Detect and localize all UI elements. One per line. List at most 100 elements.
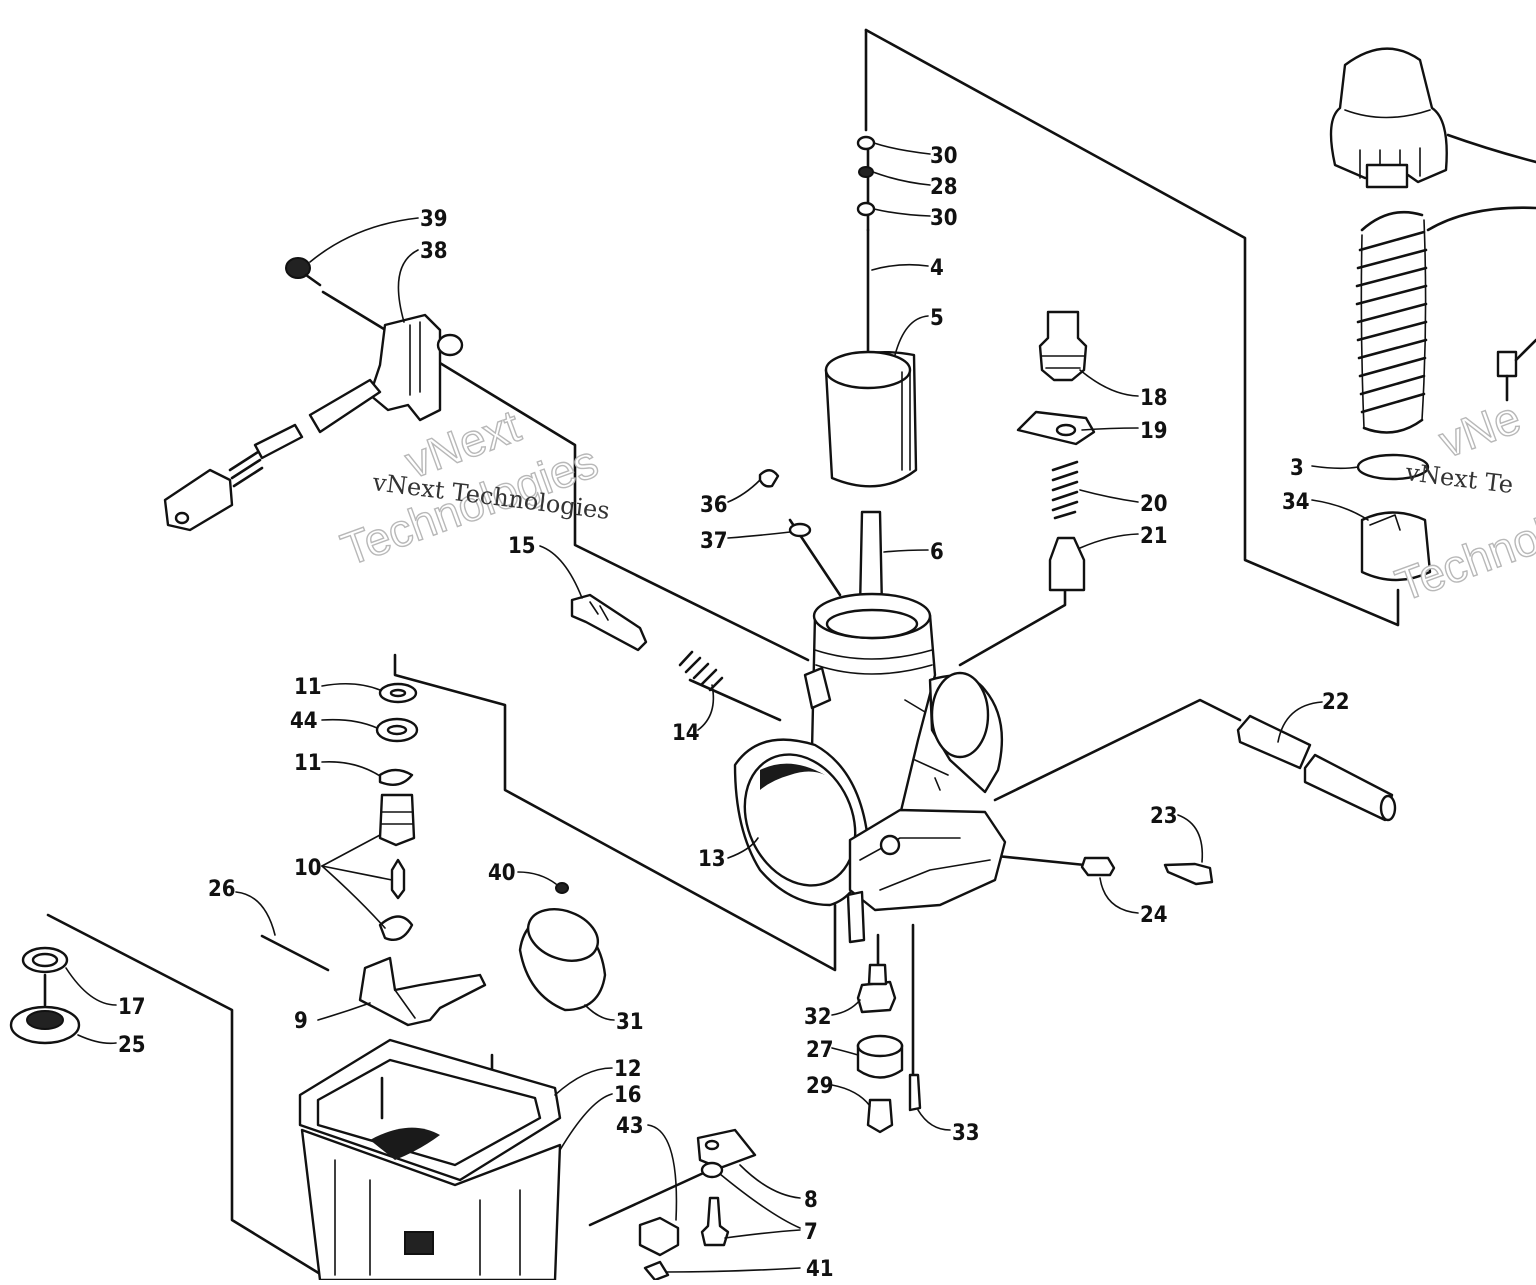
drain-screw-33 (908, 1073, 922, 1112)
leader-33 (917, 1109, 951, 1131)
leader-30a (873, 142, 931, 155)
float-parts (490, 882, 607, 1137)
leader-30b (873, 208, 931, 217)
throttle-slide-top (824, 350, 912, 390)
callout-20: 20 (1140, 492, 1168, 517)
assembly-lines (46, 28, 1400, 1282)
leader-11b (321, 760, 381, 777)
callout-30b: 30 (930, 206, 958, 231)
sensor-connector-hole (174, 511, 190, 525)
top-cap-assembly (1329, 47, 1536, 582)
leader-15 (539, 545, 583, 599)
callout-10: 10 (294, 856, 322, 881)
callout-11b: 11 (294, 751, 322, 776)
carb-intake-mouth (743, 753, 857, 887)
leader-28 (872, 171, 931, 186)
callout-7: 7 (804, 1220, 818, 1245)
leader-19 (1081, 427, 1139, 431)
callout-21: 21 (1140, 524, 1168, 549)
float-pin-26 (260, 934, 330, 972)
small-screw-right (1496, 350, 1518, 378)
sensor-bracket-slot (409, 321, 421, 396)
bottom-right-bracket (588, 1138, 712, 1227)
leader-29 (831, 1084, 871, 1107)
right-inlet-line (993, 698, 1242, 802)
clip-30-bottom (856, 201, 876, 217)
float-bowl-ribs (334, 1159, 521, 1276)
float-bowl-drain (404, 1231, 434, 1255)
callout-18: 18 (1140, 386, 1168, 411)
throttle-spring (1355, 210, 1428, 434)
needle-spring-20 (1051, 460, 1079, 520)
pilot-screw-23 (1163, 862, 1214, 886)
callout-12: 12 (614, 1057, 642, 1082)
callout-29: 29 (806, 1074, 834, 1099)
small-screw-right-leader (1514, 338, 1536, 362)
screw-39-shaft (304, 273, 322, 287)
slide-needle-stack (824, 135, 918, 610)
callout-30a: 30 (930, 144, 958, 169)
leader-27 (831, 1047, 859, 1056)
leader-32 (831, 999, 861, 1016)
float-needle-10 (390, 858, 406, 900)
callout-3: 3 (1290, 456, 1304, 481)
leader-6 (883, 549, 929, 553)
callouts: 30 28 30 4 5 18 19 20 21 6 36 37 15 14 3… (65, 142, 1369, 1282)
inlet-hose-end (1379, 794, 1397, 822)
washer-7 (700, 1161, 724, 1179)
leader-25 (77, 1034, 117, 1045)
throttle-slide-groove (901, 371, 911, 471)
float-bowl (298, 1038, 562, 1282)
leader-21 (1079, 533, 1139, 549)
top-assembly-diagonal (864, 28, 1400, 627)
leader-41 (665, 1267, 801, 1273)
float-arm-9-tab (394, 989, 416, 1019)
leader-18 (1079, 369, 1139, 397)
leader-44 (321, 718, 378, 729)
airscrew-line (688, 678, 782, 722)
float-pin-40 (555, 882, 569, 894)
inlet-hose-22b (1303, 753, 1394, 822)
float-31-end (526, 908, 600, 962)
callout-9: 9 (294, 1009, 308, 1034)
callout-27: 27 (806, 1038, 834, 1063)
callout-16: 16 (614, 1083, 642, 1108)
float-chamber-line (393, 653, 837, 972)
fuel-inlet-gasket-hole (1055, 423, 1077, 437)
carb-slide-bore-inner (825, 608, 919, 640)
leader-23 (1177, 814, 1204, 863)
carb-outlet-port (930, 671, 990, 759)
bracket-8-hole (704, 1139, 720, 1151)
sensor-bracket-38 (368, 313, 442, 422)
clip-28 (858, 166, 874, 178)
watermark-right-small: vNext Te (1403, 458, 1515, 499)
leader-16 (559, 1093, 613, 1151)
carb-choke-boss (803, 666, 832, 710)
leader-39 (309, 217, 419, 263)
main-jet-29 (866, 1098, 894, 1134)
fuel-inlet-gasket (1016, 410, 1096, 446)
jet-holder-27-top (856, 1034, 904, 1058)
valve-seat-10 (378, 793, 416, 847)
callout-44: 44 (290, 709, 318, 734)
leader-14 (697, 684, 715, 731)
main-jet-stack (856, 963, 922, 1134)
screw-7 (700, 1196, 730, 1247)
spring-callout-leader (1426, 206, 1536, 232)
leader-4 (871, 263, 929, 271)
callout-43: 43 (616, 1114, 644, 1139)
callout-34: 34 (1282, 490, 1310, 515)
throttle-sensor (163, 257, 464, 532)
needle-valve-21 (1048, 536, 1086, 592)
callout-25: 25 (118, 1033, 146, 1058)
washer-11-bottom (378, 768, 414, 786)
top-cap (1329, 47, 1448, 184)
left-bottom-bracket (46, 913, 332, 1282)
callout-39: 39 (420, 207, 448, 232)
callout-41: 41 (806, 1257, 834, 1280)
leader-10b (321, 865, 393, 881)
leader-31 (584, 1004, 615, 1021)
air-screw-15 (570, 593, 648, 652)
